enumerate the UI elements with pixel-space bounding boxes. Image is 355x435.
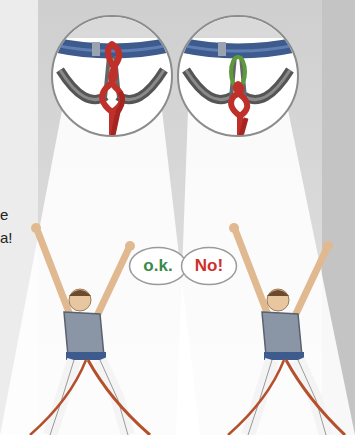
magnifier-no — [176, 16, 300, 140]
magnifier-ok — [50, 16, 174, 140]
bubble-text: o.k. — [143, 257, 172, 276]
light-cone — [0, 110, 200, 435]
speech-bubble: o.k. — [128, 246, 188, 286]
light-cone — [176, 110, 355, 435]
climber-no — [228, 223, 345, 435]
climber-ok — [30, 223, 150, 435]
cropped-text: a! — [0, 229, 13, 246]
speech-bubble: No! — [180, 246, 238, 286]
bubble-shape — [130, 248, 187, 285]
bubble-text: No! — [195, 257, 223, 276]
bubble-shape — [182, 248, 237, 285]
cropped-text: e — [0, 206, 8, 223]
